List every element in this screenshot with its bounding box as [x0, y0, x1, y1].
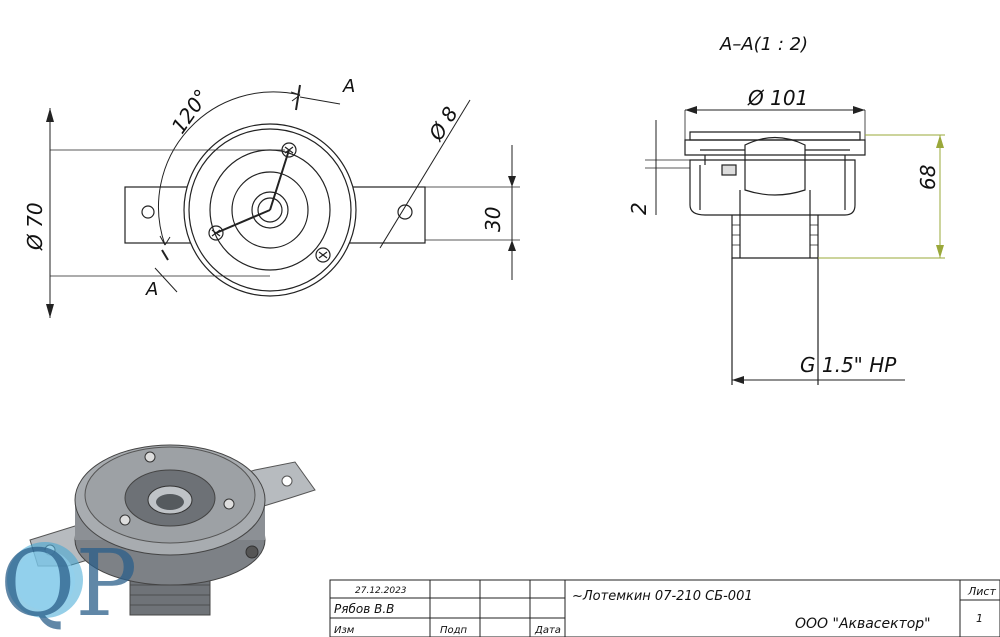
logo-text: QP	[0, 530, 137, 637]
title-company: ООО "Аквасектор"	[795, 616, 931, 632]
title-col-izm: Изм	[334, 625, 355, 636]
dim-height-30: 30	[481, 207, 505, 232]
section-title: A–A(1 : 2)	[719, 34, 808, 55]
title-col-data: Дата	[534, 625, 561, 636]
title-author: Рябов В.В	[334, 602, 394, 616]
section-mark-top: A	[342, 76, 355, 97]
dim-flange-101: Ø 101	[747, 86, 808, 110]
dim-section-68: 68	[916, 165, 940, 190]
title-block	[329, 579, 1000, 637]
dim-68-lines	[818, 134, 945, 259]
product-render	[29, 444, 316, 616]
title-date: 27.12.2023	[355, 586, 407, 596]
title-designation: ~Лотемкин 07-210 СБ-001	[572, 589, 753, 604]
section-mark-bottom: A	[145, 279, 158, 300]
screw	[315, 247, 331, 263]
title-sheet-label: Лист	[967, 585, 996, 598]
dim-diameter-70: Ø 70	[23, 202, 47, 251]
dim-hole-8: Ø 8	[423, 102, 462, 145]
bracket-hole-right	[397, 204, 413, 220]
title-sheet-number: 1	[976, 612, 983, 625]
dim-step-2: 2	[627, 202, 651, 215]
qp-logo	[7, 542, 83, 618]
front-view	[46, 84, 520, 318]
dim-angle-120: 120°	[166, 85, 213, 138]
section-view	[645, 106, 905, 385]
title-col-podp: Подп	[440, 625, 468, 636]
bracket-hole-left	[141, 205, 155, 219]
dim-thread: G 1.5" HP	[800, 353, 897, 377]
